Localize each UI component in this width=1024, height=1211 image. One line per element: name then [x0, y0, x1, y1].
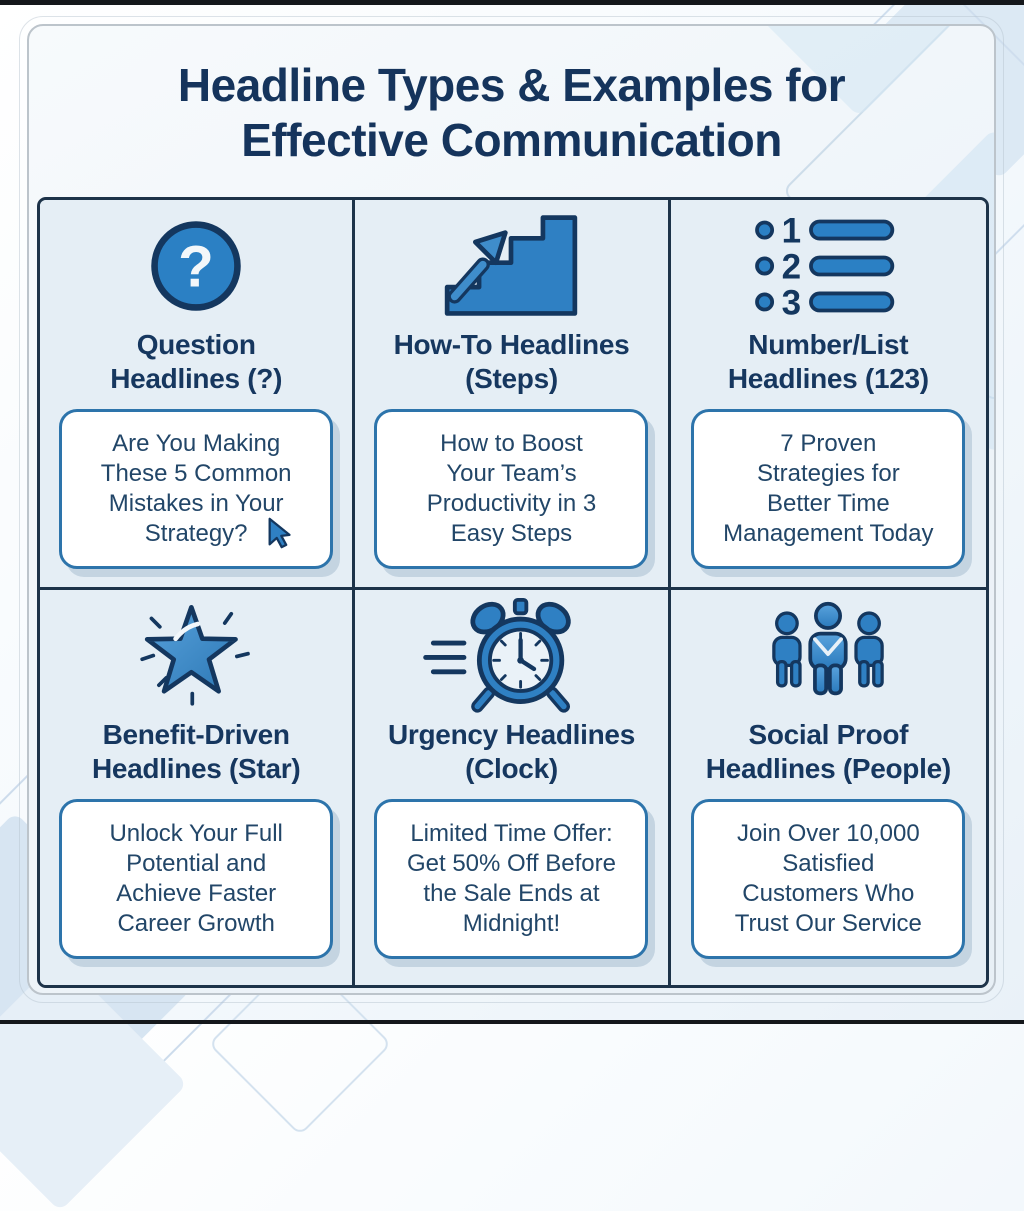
example-line: the Sale Ends at	[423, 880, 600, 907]
headline-example-box: Are You Making These 5 Common Mistakes i…	[59, 409, 334, 569]
cursor-icon	[268, 517, 291, 549]
headline-example-box: Limited Time Offer: Get 50% Off Before t…	[374, 799, 649, 959]
cell-urgency-headlines: Urgency Headlines (Clock) Limited Time O…	[355, 590, 671, 985]
example-line: Strategies for	[756, 460, 900, 487]
headline-example-box: How to Boost Your Team’s Productivity in…	[374, 409, 649, 569]
cell-title-line: How-To Headlines	[393, 329, 630, 360]
headline-example-box: Join Over 10,000 Satisfied Customers Who…	[691, 799, 966, 959]
example-line: Mistakes in Your	[108, 490, 284, 517]
cell-title-line: Social Proof	[748, 719, 909, 750]
icon-wrap	[129, 602, 263, 710]
cell-title: Benefit-Driven Headlines (Star)	[91, 718, 301, 786]
list-number: 3	[782, 283, 801, 319]
example-line: Achieve Faster	[116, 880, 277, 907]
example-line: Unlock Your Full	[109, 820, 283, 847]
cell-title-line: Headlines (?)	[110, 363, 283, 394]
list-number: 2	[782, 247, 801, 286]
example-line: Easy Steps	[450, 520, 573, 547]
cell-how-to-headlines: How-To Headlines (Steps) How to Boost Yo…	[355, 200, 671, 590]
example-line: Trust Our Service	[734, 910, 922, 937]
cell-social-proof-headlines: Social Proof Headlines (People) Join Ove…	[670, 590, 986, 985]
headline-example-box: Unlock Your Full Potential and Achieve F…	[59, 799, 334, 959]
question-glyph: ?	[178, 235, 214, 300]
cell-title: Number/List Headlines (123)	[728, 328, 929, 396]
cell-title-line: Number/List	[748, 329, 909, 360]
example-line: Are You Making	[112, 430, 281, 457]
example-line: 7 Proven	[780, 430, 877, 457]
example-line: Join Over 10,000	[736, 820, 920, 847]
numbered-list-icon: 1 2 3	[755, 213, 895, 319]
infographic-card: Headline Types & Examples for Effective …	[19, 16, 1004, 1003]
example-line: Potential and	[126, 850, 267, 877]
cell-title-line: Benefit-Driven	[102, 719, 290, 750]
star-icon	[140, 604, 250, 706]
icon-wrap	[419, 597, 603, 713]
example-line: Productivity in 3	[426, 490, 597, 517]
cell-title-line: (Clock)	[465, 753, 558, 784]
cell-title: Question Headlines (?)	[110, 328, 282, 396]
cell-number-list-headlines: 1 2 3 Number/List Headlines (123) 7 Prov…	[670, 200, 986, 590]
clock-icon	[423, 597, 572, 713]
icon-wrap: 1 2 3	[752, 212, 904, 320]
cell-title-line: Headlines (People)	[705, 753, 951, 784]
example-line: Better Time	[766, 490, 890, 517]
page-title: Headline Types & Examples for Effective …	[29, 58, 994, 168]
cell-question-headlines: ? Question Headlines (?) Are You Making …	[40, 200, 356, 590]
headline-types-grid: ? Question Headlines (?) Are You Making …	[37, 197, 989, 988]
example-line: How to Boost	[440, 430, 583, 457]
example-line: Satisfied	[782, 850, 875, 877]
example-line: Strategy?	[144, 520, 248, 547]
cell-title: How-To Headlines (Steps)	[394, 328, 630, 396]
icon-wrap	[423, 212, 599, 320]
example-line: Customers Who	[742, 880, 915, 907]
page-title-line: Headline Types & Examples for	[177, 59, 846, 111]
cell-title-line: Headlines (Star)	[91, 753, 301, 784]
page-title-line: Effective Communication	[241, 114, 782, 167]
icon-wrap: ?	[147, 212, 245, 320]
icon-wrap	[753, 601, 903, 710]
cell-title-line: Headlines (123)	[727, 363, 929, 394]
cell-title: Urgency Headlines (Clock)	[388, 718, 635, 786]
list-number: 1	[782, 213, 801, 250]
example-line: These 5 Common	[100, 460, 292, 487]
example-line: Career Growth	[117, 910, 275, 937]
steps-icon	[445, 215, 578, 316]
example-line: Midnight!	[462, 910, 561, 937]
top-edge-bar	[0, 0, 1024, 5]
example-line: Management Today	[723, 520, 934, 547]
cell-title-line: Urgency Headlines	[387, 719, 635, 750]
question-icon: ?	[151, 221, 241, 311]
headline-example-box: 7 Proven Strategies for Better Time Mana…	[691, 409, 966, 569]
people-icon	[772, 601, 885, 696]
cell-title-line: Question	[136, 329, 256, 360]
cell-benefit-driven-headlines: Benefit-Driven Headlines (Star) Unlock Y…	[40, 590, 356, 985]
bottom-edge-bar	[0, 1020, 1024, 1024]
cell-title: Social Proof Headlines (People)	[706, 718, 951, 786]
example-line: Limited Time Offer:	[410, 820, 613, 847]
example-line: Get 50% Off Before	[406, 850, 616, 877]
example-line: Your Team’s	[446, 460, 577, 487]
cell-title-line: (Steps)	[465, 363, 558, 394]
